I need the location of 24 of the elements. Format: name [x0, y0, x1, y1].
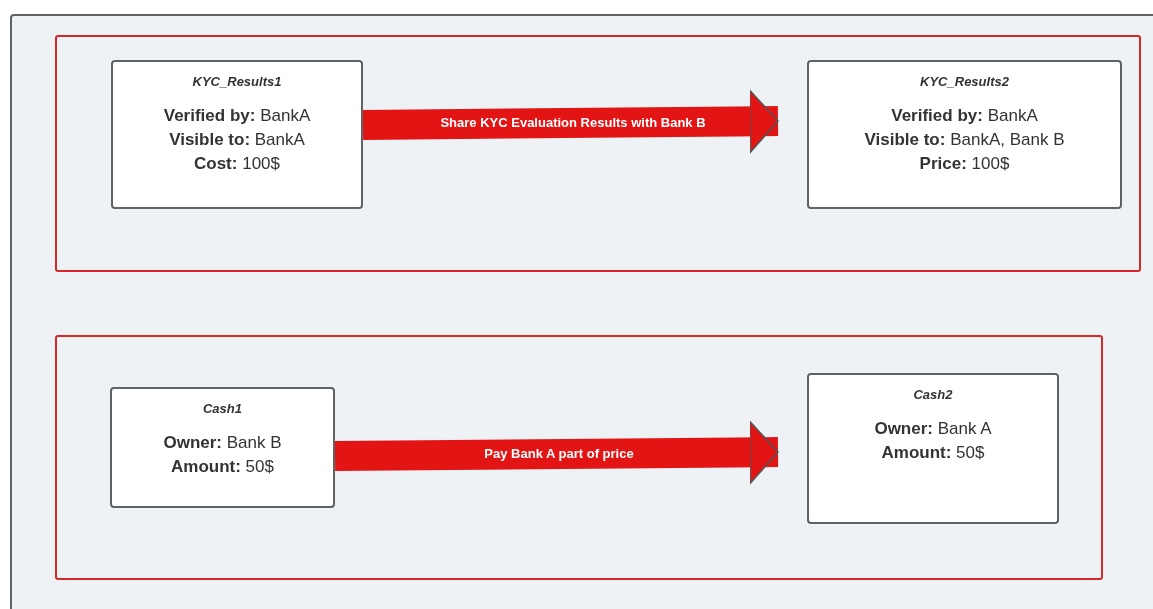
- field-line: Verified by: BankA: [891, 104, 1038, 127]
- card-title: KYC_Results2: [920, 73, 1009, 91]
- field-line: Owner: Bank B: [163, 431, 282, 454]
- card-title: Cash1: [203, 400, 242, 418]
- edge-label: Share KYC Evaluation Results with Bank B: [440, 114, 706, 133]
- record-card: [110, 387, 335, 508]
- field-line: Owner: Bank A: [874, 417, 992, 440]
- record-card: [807, 60, 1122, 209]
- card-title: Cash2: [913, 386, 953, 404]
- group-frame: [55, 335, 1103, 580]
- arrow: [334, 420, 779, 484]
- field-line: Visible to: BankA: [169, 128, 305, 151]
- field-line: Amount: 50$: [881, 441, 985, 464]
- arrow: [362, 89, 779, 153]
- field-line: Cost: 100$: [194, 152, 280, 175]
- field-line: Price: 100$: [919, 152, 1010, 175]
- field-line: Amount: 50$: [171, 455, 274, 478]
- field-line: Visible to: BankA, Bank B: [864, 128, 1065, 151]
- card-title: KYC_Results1: [192, 73, 282, 91]
- record-card: [111, 60, 363, 209]
- record-card: [807, 373, 1059, 524]
- field-line: Verified by: BankA: [163, 104, 311, 127]
- edge-label: Pay Bank A part of price: [484, 445, 634, 464]
- group-frame: [55, 35, 1141, 272]
